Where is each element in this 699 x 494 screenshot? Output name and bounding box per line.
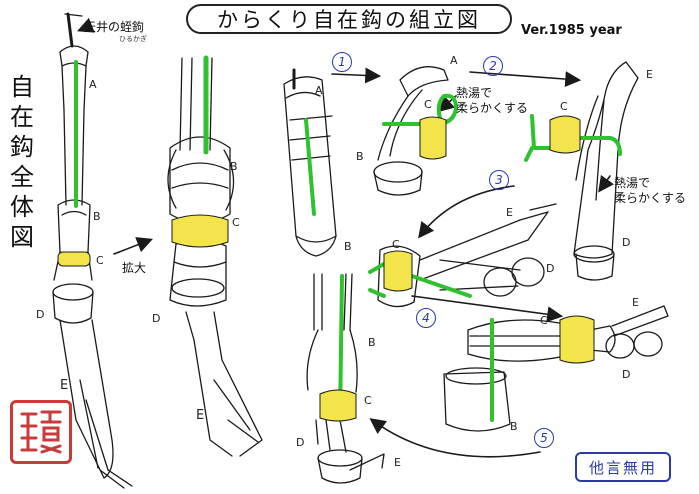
part-label-a: A xyxy=(315,84,323,97)
part-label-a: A xyxy=(89,78,97,91)
note-line: 柔らかくする xyxy=(614,191,687,205)
part-label-c: C xyxy=(96,254,104,267)
part-label-c: C xyxy=(424,98,432,111)
yellow-rings xyxy=(57,115,595,422)
part-label-d: D xyxy=(152,312,161,325)
ceiling-hook-label: 天井の蛭鉤 xyxy=(84,20,145,34)
part-label-c: C xyxy=(232,216,240,229)
side-title-char: 体 xyxy=(10,193,34,221)
red-seal xyxy=(10,400,72,464)
part-label-c: C xyxy=(364,394,372,407)
part-label-e: E xyxy=(196,408,205,423)
side-title-char: 自 xyxy=(10,73,34,101)
title-frame: からくり自在鈎の組立図 xyxy=(186,4,512,34)
side-title-char: 鈎 xyxy=(10,133,34,161)
part-label-d: D xyxy=(36,308,45,321)
part-label-d: D xyxy=(622,236,631,249)
step1-figure xyxy=(283,68,337,257)
part-label-e: E xyxy=(60,378,69,393)
part-label-e: E xyxy=(646,68,653,81)
step-4-marker: 4 xyxy=(416,308,436,328)
step4-figure xyxy=(377,203,557,308)
step-2-marker: 2 xyxy=(483,56,503,76)
note-line: 柔らかくする xyxy=(456,101,529,115)
part-label-e: E xyxy=(394,456,401,469)
side-title-char: 在 xyxy=(10,103,34,131)
part-label-e: E xyxy=(506,206,513,219)
part-label-b: B xyxy=(510,420,518,433)
hot-water-note-2: 熱湯で 柔らかくする xyxy=(614,176,686,206)
hot-water-note-1: 熱湯で 柔らかくする xyxy=(456,86,528,116)
side-title: 自 在 鈎 全 体 図 xyxy=(7,72,37,252)
diagram-title: からくり自在鈎の組立図 xyxy=(217,8,481,32)
confidential-stamp: 他言無用 xyxy=(575,452,671,482)
ceiling-hook-reading: ひるかぎ xyxy=(119,35,147,43)
note-line: 熱湯で xyxy=(614,176,651,190)
part-label-e: E xyxy=(632,296,639,309)
part-label-c: C xyxy=(540,314,548,327)
part-label-c: C xyxy=(392,238,400,251)
part-label-d: D xyxy=(546,262,555,275)
part-label-d: D xyxy=(296,436,305,449)
green-cords xyxy=(74,55,622,422)
part-label-b: B xyxy=(93,210,101,223)
part-label-b: B xyxy=(230,160,238,173)
side-title-char: 図 xyxy=(10,223,34,251)
part-label-b: B xyxy=(344,240,352,253)
part-label-a: A xyxy=(450,54,458,67)
side-title-char: 全 xyxy=(10,163,34,191)
final-figure xyxy=(306,273,385,484)
step-5-marker: 5 xyxy=(534,428,554,448)
step2-figure xyxy=(373,66,449,196)
step-1-marker: 1 xyxy=(332,52,352,72)
seal-glyph-icon xyxy=(20,410,62,454)
part-label-c: C xyxy=(560,100,568,113)
version-label: Ver.1985 year xyxy=(521,23,622,38)
step3-figure xyxy=(573,61,639,281)
step5-figure xyxy=(443,305,669,432)
step-3-marker: 3 xyxy=(489,170,509,190)
part-label-d: D xyxy=(622,368,631,381)
zoom-figure xyxy=(167,57,263,457)
part-label-b: B xyxy=(368,336,376,349)
part-label-b: B xyxy=(356,150,364,163)
note-line: 熱湯で xyxy=(456,86,493,100)
zoom-label: 拡大 xyxy=(122,261,147,275)
stamp-text: 他言無用 xyxy=(588,458,657,477)
